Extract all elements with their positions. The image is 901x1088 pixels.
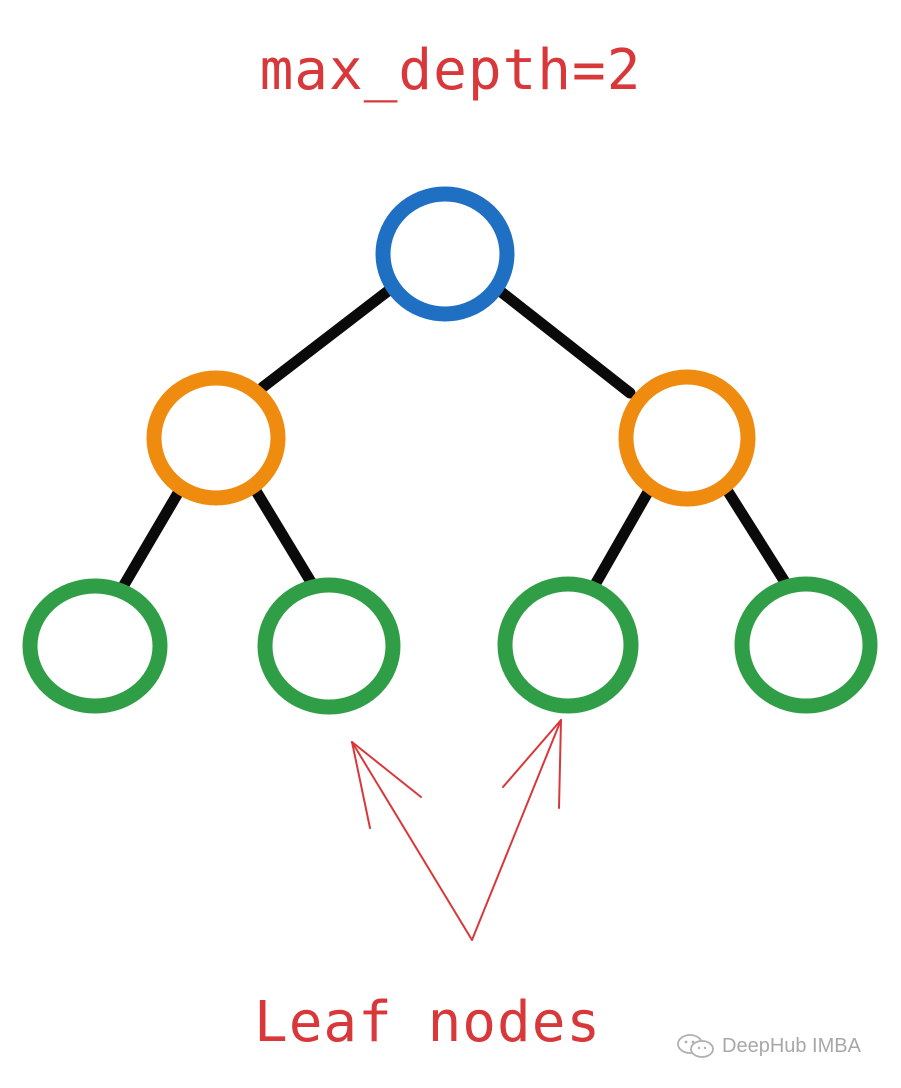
edge-right-leaf3 (590, 486, 654, 589)
chart-title: max_depth=2 (259, 38, 642, 103)
watermark-text: DeepHub IMBA (722, 1034, 861, 1057)
leaf-annotation-arrows (351, 719, 562, 941)
edge-root-right (494, 285, 636, 399)
wechat-icon (677, 1034, 714, 1058)
edge-left-leaf2 (250, 485, 317, 588)
edge-right-leaf4 (721, 484, 791, 588)
watermark: DeepHub IMBA (676, 1033, 861, 1059)
leaf-nodes-caption: Leaf nodes (254, 990, 602, 1055)
edge-left-leaf1 (118, 487, 184, 591)
edge-root-left (257, 285, 394, 393)
